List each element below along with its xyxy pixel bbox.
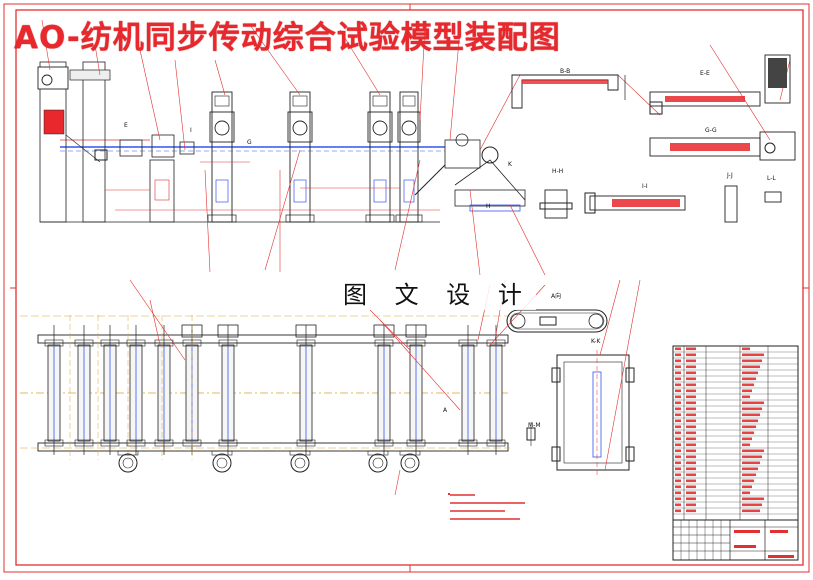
roller <box>154 325 174 455</box>
leader-line <box>394 159 421 271</box>
motor <box>367 450 389 473</box>
roller <box>126 325 146 455</box>
leader-line <box>264 149 301 271</box>
roller <box>458 325 478 455</box>
watermark-text: 图 文 设 计 <box>339 275 536 310</box>
vertical-stand <box>395 91 423 223</box>
label-k-k: K-K <box>591 338 601 345</box>
label-l-l: L-L <box>767 175 776 182</box>
label-k: K <box>508 161 513 168</box>
roller <box>373 324 395 455</box>
vertical-stand <box>365 91 395 223</box>
roller <box>405 324 427 455</box>
leader-line <box>204 169 211 273</box>
parts-list-table <box>672 345 799 521</box>
label-a-view: A向 <box>551 292 561 300</box>
leader-line <box>339 29 381 96</box>
label-b-b: B-B <box>560 68 570 75</box>
section-labels: B-B E-E G-G H-H I-I J-J L-L K-K M-M A向 E… <box>124 68 776 429</box>
label-m-m: M-M <box>528 422 541 429</box>
roller <box>486 325 506 455</box>
motor <box>289 450 311 473</box>
leader-line <box>369 309 411 351</box>
leader-line <box>214 59 226 96</box>
m-m-view <box>526 422 536 446</box>
a-view-belt <box>506 309 608 333</box>
label-h-h: H-H <box>552 168 563 175</box>
leader-line <box>479 74 521 151</box>
leader-line <box>509 204 546 276</box>
front-view <box>37 61 526 223</box>
leader-lines-bottom <box>129 279 641 496</box>
leader-line <box>149 299 161 346</box>
leader-line <box>379 319 461 411</box>
motor <box>211 450 233 473</box>
leader-line <box>249 24 301 96</box>
roller <box>295 324 317 455</box>
leader-line <box>599 279 621 356</box>
label-g-g: G-G <box>705 127 717 134</box>
vertical-stand <box>285 91 315 223</box>
label-e: E <box>124 122 128 129</box>
roller <box>217 324 239 455</box>
drawing-title: AO-纺机同步传动综合试验模型装配图 <box>14 20 561 56</box>
leader-line <box>394 469 401 496</box>
leader-line <box>174 59 186 151</box>
vertical-stand <box>207 91 237 223</box>
leader-line <box>617 74 661 116</box>
k-k-view <box>551 350 635 475</box>
leader-line <box>449 29 461 141</box>
leader-line <box>419 24 426 121</box>
leader-line <box>139 49 161 141</box>
motor <box>117 450 139 473</box>
label-g: G <box>247 139 252 146</box>
leader-line <box>604 279 641 471</box>
leader-line <box>41 19 51 71</box>
roller <box>44 325 64 455</box>
label-h: H <box>486 203 491 210</box>
leader-line <box>469 189 481 276</box>
border-ticks <box>10 4 809 572</box>
leader-lines-top <box>41 19 791 276</box>
roller <box>74 325 94 455</box>
leader-line <box>129 279 186 361</box>
label-i-i: I-I <box>642 183 648 190</box>
label-i: I <box>190 127 192 134</box>
label-e-e: E-E <box>700 70 710 77</box>
roller <box>100 325 120 455</box>
plan-view <box>20 315 510 473</box>
label-j-j: J-J <box>726 172 733 179</box>
title-block <box>672 519 799 561</box>
label-a: A <box>443 407 448 414</box>
technical-notes <box>448 493 525 520</box>
motor <box>399 450 421 473</box>
detail-views-top-right <box>511 54 796 223</box>
leader-line <box>709 44 771 141</box>
leader-line <box>94 44 101 76</box>
